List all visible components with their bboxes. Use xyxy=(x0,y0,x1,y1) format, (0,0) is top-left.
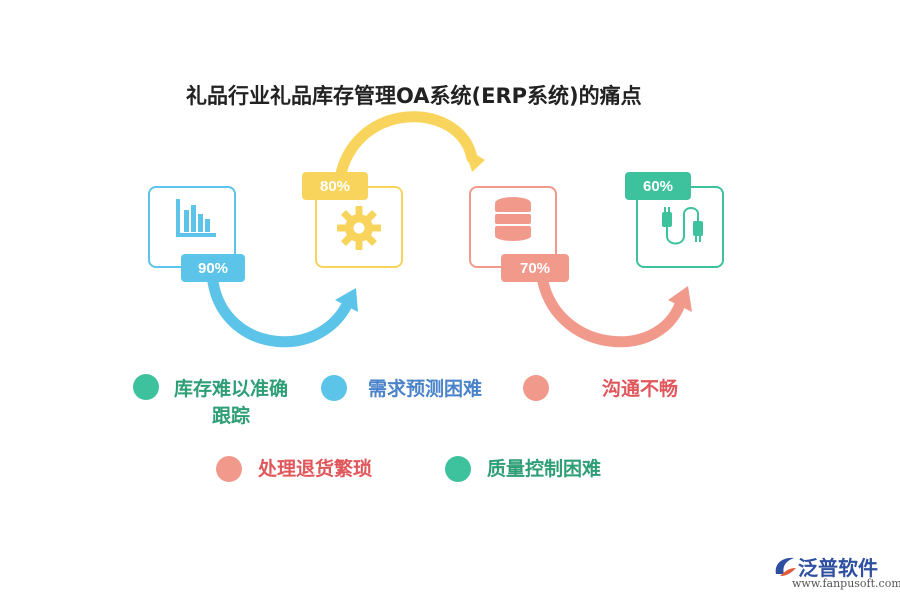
step-1-badge-label: 90% xyxy=(198,260,228,277)
step-3-badge-label: 70% xyxy=(520,260,550,277)
logo-name: 泛普软件 xyxy=(798,556,878,580)
bar-chart-icon xyxy=(176,199,216,237)
legend-dot-2 xyxy=(321,375,347,401)
arrow-3-to-4 xyxy=(537,276,688,348)
database-icon xyxy=(495,197,531,241)
legend-label-1-line-2: 跟踪 xyxy=(212,405,251,427)
legend-label-1-line-1: 库存难以准确 xyxy=(174,378,289,400)
step-2-badge xyxy=(302,172,368,200)
legend-dot-3 xyxy=(523,375,549,401)
legend-label-2: 需求预测困难 xyxy=(368,378,483,400)
legend-label-5: 质量控制困难 xyxy=(487,458,602,480)
arrow-1-to-2 xyxy=(207,276,356,348)
legend-label-3: 沟通不畅 xyxy=(602,378,679,400)
legend-label-4: 处理退货繁琐 xyxy=(258,458,373,480)
legend-dot-4 xyxy=(216,456,242,482)
gear-icon xyxy=(337,206,381,250)
arrowhead-3 xyxy=(668,286,692,312)
legend-dot-5 xyxy=(445,456,471,482)
logo-url: www.fanpusoft.com xyxy=(792,577,900,590)
arrow-2-to-3 xyxy=(334,111,478,184)
step-3-badge xyxy=(501,254,569,282)
arrowhead-1 xyxy=(335,288,358,312)
arrowhead-2 xyxy=(465,148,485,172)
step-4-badge xyxy=(625,172,691,200)
diagram-title: 礼品行业礼品库存管理OA系统(ERP系统)的痛点 xyxy=(186,84,642,108)
cable-plug-icon xyxy=(662,207,703,245)
fanpu-logo-icon xyxy=(775,557,796,576)
legend-label-1: 库存难以准确 跟踪 xyxy=(174,376,288,430)
legend-dot-1 xyxy=(133,374,159,400)
step-1-badge xyxy=(181,254,245,282)
step-2-badge-label: 80% xyxy=(320,178,350,195)
step-4-badge-label: 60% xyxy=(643,178,673,195)
